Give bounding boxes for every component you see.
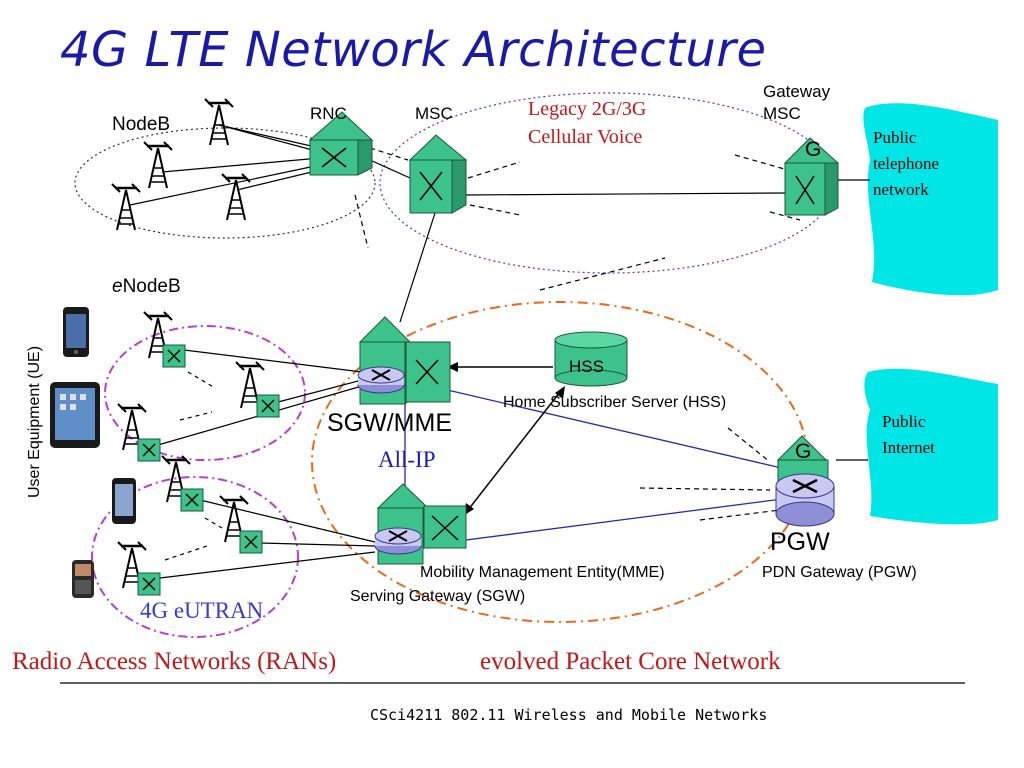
- enodeb-box-1: [162, 344, 186, 368]
- eutran-lower-ellipse: [91, 476, 299, 638]
- user-equipment-label: User Equipment (UE): [26, 345, 43, 498]
- smartphone-icon: [63, 307, 89, 357]
- all-ip-label: All-IP: [378, 447, 436, 472]
- enodeb-label: eNodeB: [112, 276, 181, 298]
- pgw-full-label: PDN Gateway (PGW): [762, 564, 917, 581]
- mme-full-label: Mobility Management Entity(MME): [420, 564, 665, 581]
- rnc-label: RNC: [310, 104, 347, 123]
- gateway-msc-label-line1: Gateway: [763, 82, 831, 101]
- eutran-upper-ellipse: [104, 325, 306, 461]
- enodeb-dashed-links: [164, 371, 223, 561]
- gateway-msc-label-line2: MSC: [763, 104, 801, 123]
- nodeb-tower-1: [203, 97, 235, 147]
- nodeb-tower-3: [110, 182, 142, 232]
- epc-links: [395, 362, 868, 547]
- sgw-mme-top-node: [357, 316, 451, 406]
- epc-dashed-links: [639, 427, 781, 521]
- gateway-g-marker: G: [805, 138, 822, 161]
- public-internet-line1: Public: [882, 412, 926, 431]
- epc-caption: evolved Packet Core Network: [480, 648, 781, 675]
- eutran-label: 4G eUTRAN: [140, 598, 264, 623]
- public-telephone-line1: Public: [873, 128, 917, 147]
- nodeb-ellipse: [74, 127, 376, 239]
- enodeb-prefix: e: [112, 276, 123, 297]
- legacy-label-line1: Legacy 2G/3G: [528, 98, 647, 120]
- public-telephone-line2: telephone: [873, 154, 940, 173]
- enodeb-rest: NodeB: [122, 276, 181, 297]
- enodeb-box-6: [137, 572, 161, 596]
- footer-text: CSci4211 802.11 Wireless and Mobile Netw…: [370, 706, 768, 724]
- tablet-icon: [50, 382, 100, 448]
- legacy-dashed-links: [354, 147, 801, 291]
- public-internet-line2: Internet: [882, 438, 935, 457]
- nodeb-label: NodeB: [112, 114, 171, 135]
- gateway-msc-switch: [783, 137, 840, 216]
- enodeb-box-2: [256, 394, 280, 418]
- msc-switch: [408, 134, 468, 214]
- page-title: 4G LTE Network Architecture: [60, 22, 767, 78]
- feature-phone-icon: [72, 560, 94, 598]
- hss-database: [554, 331, 628, 387]
- enodeb-box-3: [137, 438, 161, 462]
- sgw-full-label: Serving Gateway (SGW): [350, 588, 526, 605]
- smartphone-2-icon: [112, 478, 136, 524]
- nodeb-tower-2: [142, 140, 174, 190]
- pgw-router: [775, 435, 835, 527]
- ran-caption: Radio Access Networks (RANs): [12, 648, 337, 675]
- legacy-links: [129, 124, 870, 323]
- public-internet-cloud: [864, 368, 998, 525]
- hss-label: HSS: [569, 357, 604, 376]
- sgw-mme-bottom-node: [374, 483, 467, 565]
- sgw-mme-label: SGW/MME: [327, 409, 452, 437]
- legacy-label-line2: Cellular Voice: [528, 126, 643, 148]
- enodeb-box-4: [180, 488, 204, 512]
- hss-full-label: Home Subscriber Server (HSS): [503, 394, 727, 411]
- enodeb-box-5: [239, 530, 263, 554]
- rnc-switch: [308, 111, 374, 176]
- msc-label: MSC: [415, 104, 453, 123]
- pgw-label: PGW: [770, 528, 830, 556]
- public-telephone-cloud: [863, 103, 998, 296]
- pgw-g-marker: G: [795, 440, 812, 463]
- public-telephone-line3: network: [873, 180, 929, 199]
